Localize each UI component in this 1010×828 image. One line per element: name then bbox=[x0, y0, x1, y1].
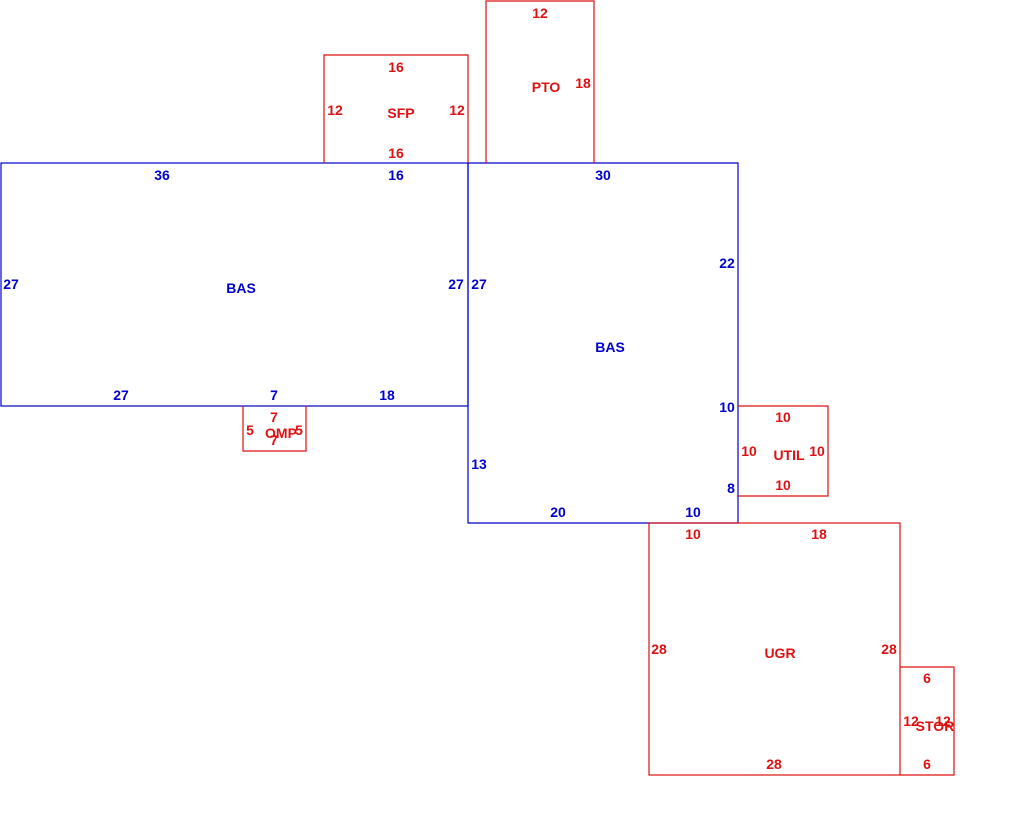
bas-east-label: BAS bbox=[595, 339, 625, 355]
pto-outline bbox=[485, 0, 595, 163]
ugr-outline bbox=[648, 522, 901, 776]
sfp-dim-top: 16 bbox=[388, 59, 404, 75]
pto-dim-right: 18 bbox=[575, 75, 591, 91]
bas-east-dim-right-upper: 22 bbox=[719, 255, 735, 271]
pto-label: PTO bbox=[532, 79, 561, 95]
omp-dim-top: 7 bbox=[270, 409, 278, 425]
sfp-dim-left: 12 bbox=[327, 102, 343, 118]
ugr-dim-top-left: 10 bbox=[685, 526, 701, 542]
area-bas-west: BAS 36 16 27 27 27 7 18 bbox=[0, 162, 469, 407]
util-dim-top: 10 bbox=[775, 409, 791, 425]
area-omp: OMP 7 5 5 7 bbox=[242, 406, 307, 452]
bas-east-dim-bottom-right: 10 bbox=[685, 504, 701, 520]
sfp-dim-right: 12 bbox=[449, 102, 465, 118]
stor-dim-left: 12 bbox=[903, 713, 919, 729]
bas-east-dim-left-lower: 13 bbox=[471, 456, 487, 472]
bas-east-dim-right-lower: 8 bbox=[727, 480, 735, 496]
util-outline bbox=[738, 405, 829, 497]
sfp-label: SFP bbox=[387, 105, 414, 121]
util-dim-bottom: 10 bbox=[775, 477, 791, 493]
bas-west-dim-left: 27 bbox=[3, 276, 19, 292]
area-ugr: UGR 10 18 28 28 28 bbox=[648, 522, 901, 776]
omp-outline bbox=[242, 406, 307, 452]
bas-west-dim-top-right: 16 bbox=[388, 167, 404, 183]
area-stor: STOR 6 12 12 6 bbox=[900, 666, 955, 776]
area-sfp: SFP 16 12 12 16 bbox=[323, 54, 469, 163]
util-dim-right: 10 bbox=[809, 443, 825, 459]
bas-east-dim-bottom: 20 bbox=[550, 504, 566, 520]
sfp-dim-bottom: 16 bbox=[388, 145, 404, 161]
omp-dim-bottom: 7 bbox=[270, 432, 278, 448]
bas-west-label: BAS bbox=[226, 280, 256, 296]
bas-west-dim-bottom-left: 27 bbox=[113, 387, 129, 403]
ugr-label: UGR bbox=[764, 645, 795, 661]
bas-west-dim-top: 36 bbox=[154, 167, 170, 183]
bas-west-dim-bottom-mid: 7 bbox=[270, 387, 278, 403]
bas-east-dim-left: 27 bbox=[471, 276, 487, 292]
ugr-dim-bottom: 28 bbox=[766, 756, 782, 772]
stor-dim-right: 12 bbox=[935, 713, 951, 729]
sfp-outline bbox=[323, 54, 469, 163]
area-util: UTIL 10 10 10 10 bbox=[738, 405, 829, 497]
bas-west-dim-bottom-right: 18 bbox=[379, 387, 395, 403]
omp-dim-right: 5 bbox=[295, 422, 303, 438]
stor-outline bbox=[900, 666, 955, 776]
area-pto: PTO 12 18 bbox=[485, 0, 595, 163]
util-label: UTIL bbox=[773, 447, 805, 463]
bas-west-dim-right: 27 bbox=[448, 276, 464, 292]
ugr-dim-right: 28 bbox=[881, 641, 897, 657]
stor-dim-bottom: 6 bbox=[923, 756, 931, 772]
ugr-dim-top-right: 18 bbox=[811, 526, 827, 542]
omp-label: OMP bbox=[265, 425, 297, 441]
bas-east-dim-right-mid: 10 bbox=[719, 399, 735, 415]
stor-dim-top: 6 bbox=[923, 670, 931, 686]
ugr-dim-left: 28 bbox=[651, 641, 667, 657]
util-dim-left: 10 bbox=[741, 443, 757, 459]
area-bas-east: BAS 30 22 10 8 10 20 13 27 bbox=[467, 162, 739, 524]
bas-east-dim-top: 30 bbox=[595, 167, 611, 183]
pto-dim-top: 12 bbox=[532, 5, 548, 21]
stor-label: STOR bbox=[916, 718, 955, 734]
omp-dim-left: 5 bbox=[246, 422, 254, 438]
